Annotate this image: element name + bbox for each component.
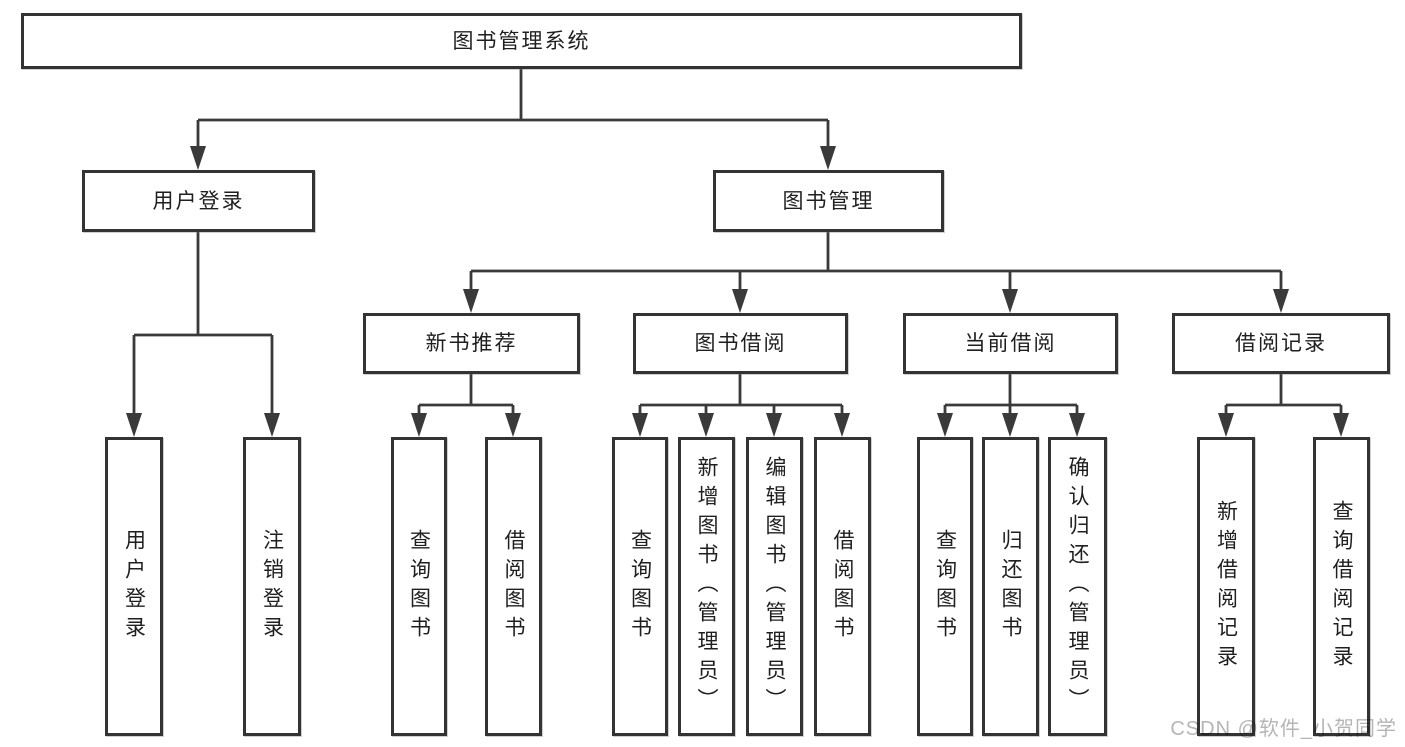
arrowhead-icon: [820, 146, 836, 170]
arrowhead-icon: [1273, 289, 1289, 313]
arrowhead-icon: [732, 289, 748, 313]
node-current-borrowing: 当前借阅: [903, 313, 1118, 374]
arrowhead-icon: [766, 413, 782, 437]
arrowhead-icon: [264, 413, 280, 437]
leaf-nbr-borrow-books: 借阅图书: [485, 437, 542, 736]
leaf-user-login: 用户登录: [105, 437, 163, 736]
arrowhead-icon: [505, 413, 521, 437]
leaf-bb-borrow-books: 借阅图书: [814, 437, 871, 736]
node-borrow-records: 借阅记录: [1172, 313, 1390, 374]
csdn-watermark: CSDN @软件_小贺同学: [1170, 718, 1397, 740]
node-book-management: 图书管理: [713, 170, 944, 232]
leaf-nbr-query-books: 查询图书: [391, 437, 447, 736]
node-book-borrowing: 图书借阅: [633, 313, 848, 374]
arrowhead-icon: [1002, 413, 1018, 437]
arrowhead-icon: [1002, 289, 1018, 313]
arrowhead-icon: [1333, 413, 1349, 437]
arrowhead-icon: [937, 413, 953, 437]
leaf-cb-query-books: 查询图书: [917, 437, 973, 736]
leaf-cb-confirm-return-admin: 确认归还（管理员）: [1048, 437, 1107, 736]
arrowhead-icon: [190, 146, 206, 170]
arrowhead-icon: [834, 413, 850, 437]
leaf-bb-add-books-admin: 新增图书（管理员）: [678, 437, 735, 736]
arrowhead-icon: [632, 413, 648, 437]
arrowhead-icon: [126, 413, 142, 437]
leaf-bb-query-books: 查询图书: [612, 437, 668, 736]
leaf-br-query-record: 查询借阅记录: [1313, 437, 1370, 736]
node-user-login: 用户登录: [82, 170, 315, 232]
leaf-logout: 注销登录: [243, 437, 301, 736]
leaf-cb-return-books: 归还图书: [982, 437, 1039, 736]
node-new-book-recommend: 新书推荐: [363, 313, 580, 374]
arrowhead-icon: [1069, 413, 1085, 437]
leaf-br-add-record: 新增借阅记录: [1197, 437, 1255, 736]
arrowhead-icon: [698, 413, 714, 437]
arrowhead-icon: [1218, 413, 1234, 437]
leaf-bb-edit-books-admin: 编辑图书（管理员）: [746, 437, 803, 736]
node-root-library-system: 图书管理系统: [21, 13, 1022, 69]
arrowhead-icon: [463, 289, 479, 313]
arrowhead-icon: [411, 413, 427, 437]
